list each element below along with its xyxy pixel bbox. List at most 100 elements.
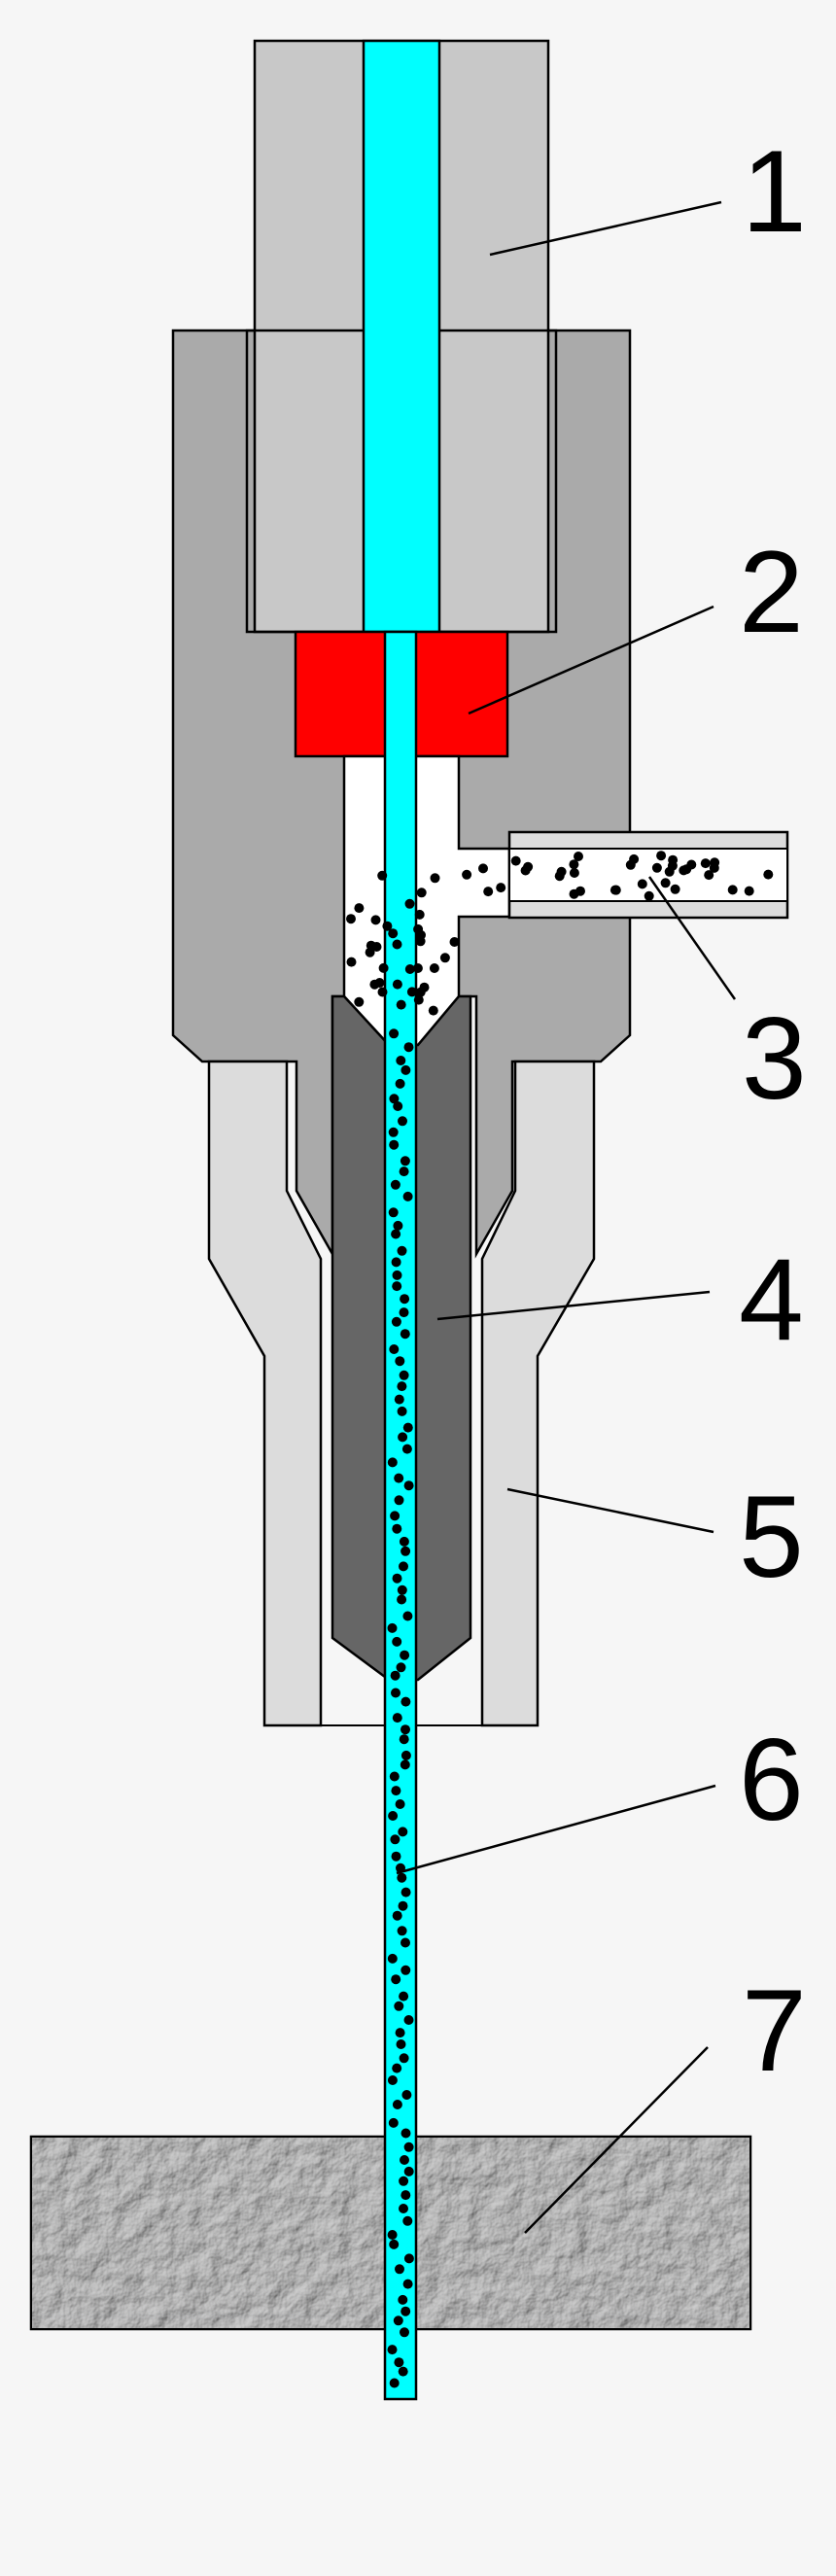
abrasive-particle [391,1316,401,1327]
abrasive-particle [395,1356,405,1367]
abrasive-particle [400,2155,409,2165]
leader-2 [468,605,714,715]
callout-1: 1 [742,126,807,257]
abrasive-particle [390,1670,401,1681]
abrasive-particle [392,1713,402,1723]
abrasive-particle [574,852,583,861]
abrasive-particle [667,860,678,871]
abrasive-particle [391,1688,401,1698]
abrasive-particle [398,1432,408,1443]
abrasive-particle [412,963,423,973]
abrasive-particle [389,1028,400,1039]
abrasive-particle [478,863,488,874]
leader-6 [396,1784,716,1875]
abrasive-particle [389,1139,400,1150]
callout-7: 7 [742,1966,807,2096]
abrasive-particle [392,1573,402,1584]
abrasive-particle [392,979,402,990]
outer-nozzle-right [480,1060,596,1727]
abrasive-particle [387,1622,398,1633]
abrasive-particle [763,869,774,880]
abrasive-particle [402,2215,413,2226]
abrasive-particle [382,921,393,931]
abrasive-particle [419,982,430,992]
abrasive-particle [656,851,667,861]
abrasive-particle [397,1381,407,1392]
leader-3 [647,876,737,1000]
abrasive-particle [401,2090,412,2100]
abrasive-particle [569,888,579,899]
abrasive-particle [686,859,697,870]
abrasive-particle [395,1799,405,1809]
leader-7 [524,2046,709,2234]
abrasive-particle [400,1650,410,1660]
abrasive-particle [610,885,621,895]
callout-3: 3 [742,993,807,1124]
abrasive-particle [397,1926,407,1936]
abrasive-particle [401,1546,411,1556]
abrasive-particle [392,1636,402,1647]
abrasive-particle [389,2239,400,2249]
abrasive-particle [401,1965,411,1975]
abrasive-particle [388,1207,399,1218]
abrasive-particle [394,1473,404,1483]
abrasive-particle [399,1166,409,1177]
abrasive-particle [394,1394,404,1405]
abrasive-particle [398,2366,408,2377]
abrasive-particle [390,1834,401,1845]
abrasive-particle [391,1786,401,1796]
abrasive-particle [401,1696,411,1707]
abrasive-particle [416,929,426,940]
abrasive-particle [392,1270,402,1280]
abrasive-particle [391,1851,401,1862]
abrasive-particle [397,1406,407,1416]
abrasive-particle [399,1370,409,1380]
abrasive-particle [403,1042,414,1053]
abrasive-particle [395,2028,405,2038]
abrasive-particle [400,2327,409,2338]
abrasive-particle [389,2378,400,2388]
abrasive-particle [395,2264,404,2275]
abrasive-particle [354,903,365,914]
abrasive-particle [389,1344,400,1354]
abrasive-particle [396,1662,406,1673]
abrasive-particle [387,2345,398,2355]
abrasive-particle [401,1724,410,1735]
abrasive-particle [402,1422,413,1433]
abrasive-particle [660,878,671,888]
abrasive-particle [370,915,381,925]
abrasive-particle [388,1127,399,1137]
abrasive-particle [392,1523,402,1534]
abrasive-particle [637,879,647,889]
abrasive-particle [404,898,415,909]
abrasive-particle [401,2128,411,2139]
abrasive-particle [387,1953,398,1964]
abrasive-particle [403,2141,414,2152]
abrasive-particle [396,2039,406,2049]
abrasive-particle [556,866,567,877]
abrasive-particle [400,1294,410,1305]
abrasive-particle [397,1872,407,1883]
abrasive-particle [387,1457,398,1468]
abrasive-particle [391,1257,401,1268]
abrasive-particle [704,870,714,881]
abrasive-particle [387,2075,398,2085]
abrasive-particle [399,1734,409,1745]
abrasive-particle [394,2001,404,2011]
abrasive-particle [389,1094,400,1104]
abrasive-particle [403,2015,414,2025]
abrasive-particle [391,1229,401,1239]
abrasive-particle [402,2279,413,2289]
abrasive-particle [403,2166,414,2176]
abrasive-particle [369,979,380,990]
abrasive-particle [401,2190,411,2201]
abrasive-particle [413,994,424,1005]
leader-4 [436,1290,711,1321]
abrasive-particle [396,999,406,1010]
abrasive-particle [365,947,375,957]
abrasive-particle [401,1937,410,1948]
abrasive-particle [401,1750,411,1760]
abrasive-particle [700,858,711,869]
abrasive-particle [401,1064,411,1075]
